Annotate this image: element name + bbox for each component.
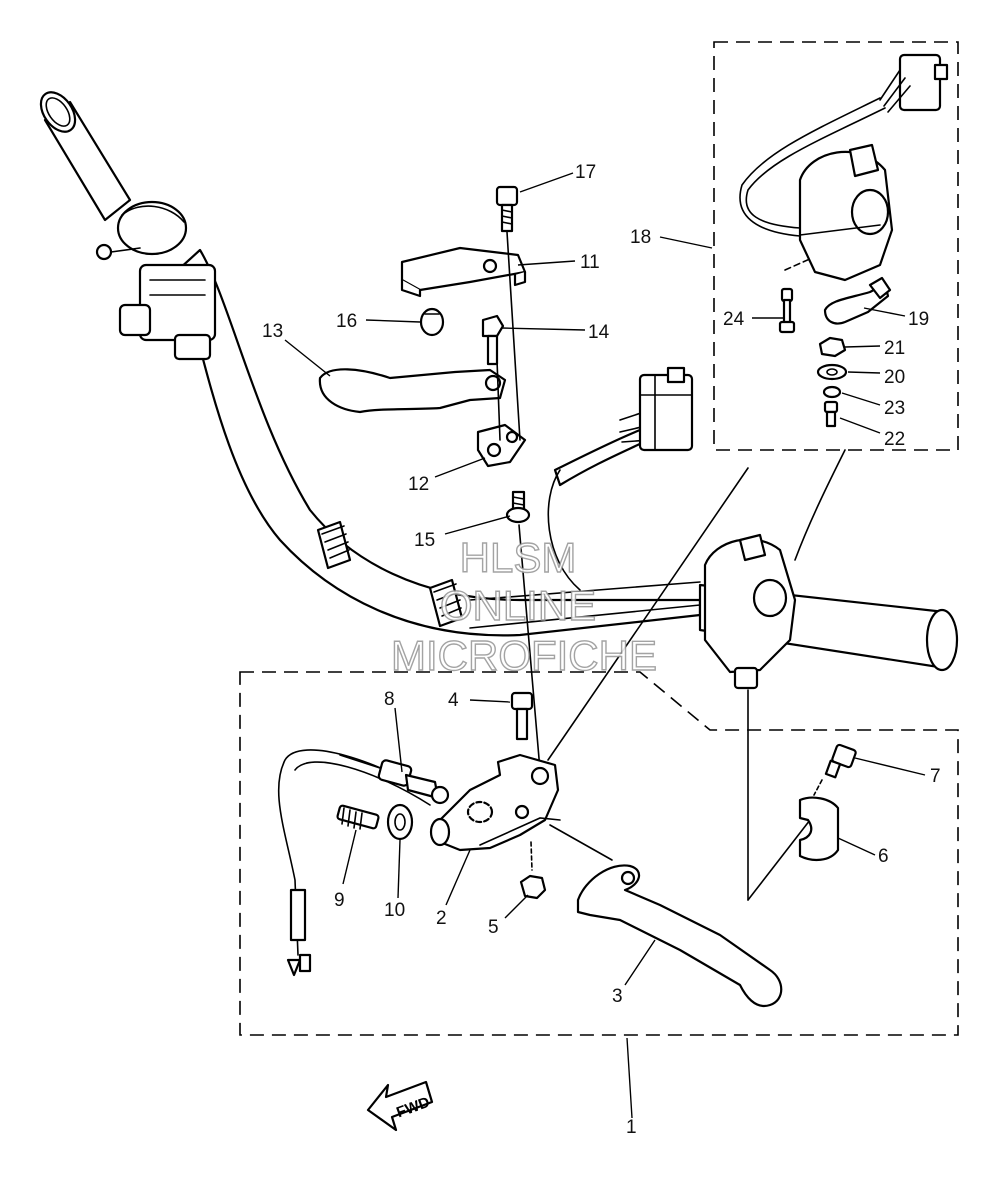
callout-19: 19 xyxy=(908,309,929,330)
knurled-section-right xyxy=(428,578,464,628)
bracket xyxy=(400,246,527,298)
screw-24 xyxy=(778,287,796,334)
watermark-line-1: HLSM xyxy=(460,534,577,581)
bolt-15 xyxy=(505,490,531,524)
nut-21 xyxy=(818,336,847,358)
callout-24: 24 xyxy=(723,309,745,330)
adjust-screw-9 xyxy=(336,804,380,830)
brake-lever-holder xyxy=(476,423,527,468)
lever-3 xyxy=(549,824,783,1008)
callout-18: 18 xyxy=(630,227,651,248)
callout-12: 12 xyxy=(408,474,429,495)
handlebar-switch-installed xyxy=(703,449,846,690)
lever-clamp-6 xyxy=(798,796,840,862)
screw-22 xyxy=(823,400,839,428)
guide-line-c xyxy=(747,819,811,901)
callout-7: 7 xyxy=(930,766,941,787)
adjuster-8 xyxy=(339,754,450,805)
callout-22: 22 xyxy=(884,429,905,450)
lever-assembly-box xyxy=(239,671,959,1036)
callout-4: 4 xyxy=(448,690,459,711)
callout-8: 8 xyxy=(384,689,395,710)
callout-1: 1 xyxy=(626,1117,637,1138)
callout-3: 3 xyxy=(612,986,623,1007)
knurled-section-left xyxy=(316,520,352,570)
pin-line-b xyxy=(496,359,501,441)
clamp-bolt-7 xyxy=(813,743,857,796)
pin-line-a xyxy=(506,231,521,441)
watermark: HLSM ONLINE MICROFICHE xyxy=(390,533,657,679)
clamp-19 xyxy=(823,276,892,325)
guide-line-a xyxy=(547,467,749,761)
nut-5 xyxy=(519,841,547,900)
switch-wire-harness xyxy=(547,366,694,591)
callout-23: 23 xyxy=(884,398,905,419)
lever-holder-2 xyxy=(429,753,561,852)
callout-labels: 17 11 14 16 13 12 15 18 24 19 21 20 23 2… xyxy=(262,162,941,1138)
bolt-17 xyxy=(495,185,519,233)
pin-line-c xyxy=(518,524,541,771)
callout-14: 14 xyxy=(588,322,610,343)
callout-10: 10 xyxy=(384,900,405,921)
callout-6: 6 xyxy=(878,846,889,867)
front-brake-lever xyxy=(318,368,507,414)
pivot-bolt-4 xyxy=(510,691,534,741)
callout-20: 20 xyxy=(884,367,905,388)
lock-washer-23 xyxy=(822,385,842,399)
callout-9: 9 xyxy=(334,890,345,911)
watermark-line-3: MICROFICHE xyxy=(391,632,657,679)
callout-16: 16 xyxy=(336,311,357,332)
callout-21: 21 xyxy=(884,338,905,359)
callout-11: 11 xyxy=(580,252,600,273)
watermark-line-2: ONLINE xyxy=(440,582,596,629)
switch-assembly-box xyxy=(713,41,959,451)
cap-16 xyxy=(419,307,445,337)
brake-master-cylinder xyxy=(95,200,217,361)
callout-13: 13 xyxy=(262,321,283,342)
fwd-direction-arrow: FWD xyxy=(366,1080,434,1132)
washer-20 xyxy=(816,363,848,381)
bolt-14 xyxy=(481,314,505,366)
left-grip xyxy=(39,91,132,222)
callout-2: 2 xyxy=(436,908,447,929)
callout-17: 17 xyxy=(575,162,596,183)
callout-leaders xyxy=(284,172,926,1119)
callout-15: 15 xyxy=(414,530,435,551)
callout-5: 5 xyxy=(488,917,499,938)
locknut-10 xyxy=(386,803,414,841)
